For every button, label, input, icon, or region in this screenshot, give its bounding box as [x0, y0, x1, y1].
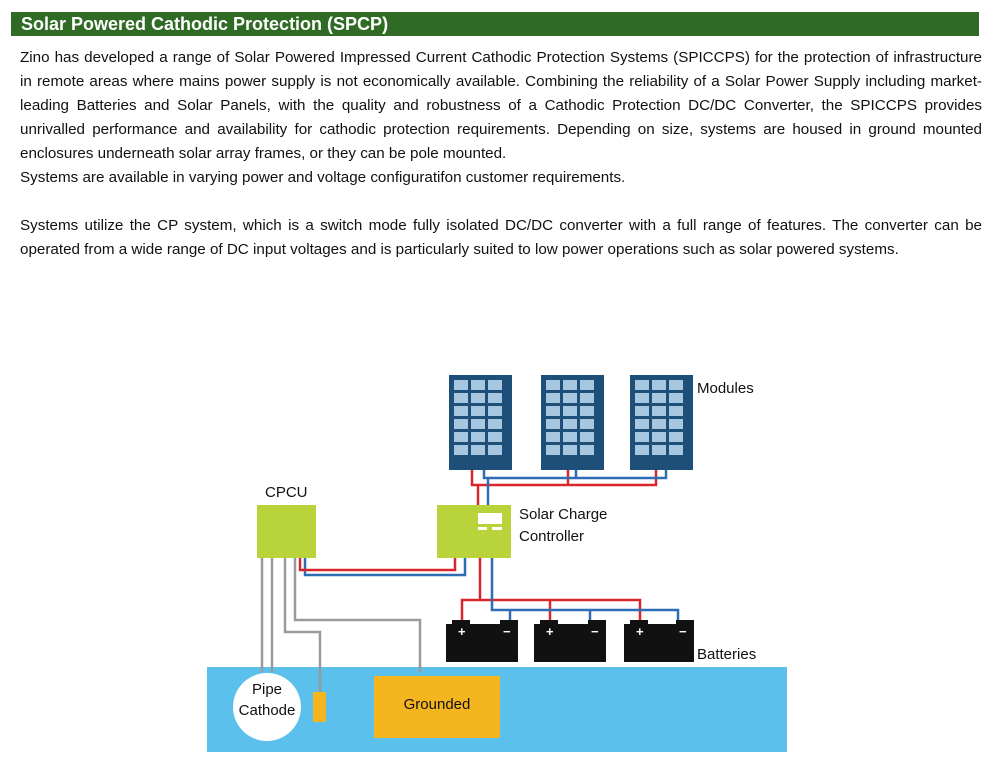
- controller-display-icon: [478, 513, 502, 524]
- intro-text: Zino has developed a range of Solar Powe…: [20, 46, 982, 190]
- paragraph-cp-system: Systems utilize the CP system, which is …: [20, 217, 982, 258]
- battery-plus-icon: +: [458, 624, 466, 639]
- controller-button-icon: [492, 527, 502, 530]
- pipe-label-line1: Pipe: [252, 681, 282, 698]
- cpcu-cables: [260, 558, 422, 692]
- grounded-box: [374, 676, 500, 738]
- pipe-cathode-circle: [233, 673, 301, 741]
- battery: + −: [624, 620, 694, 662]
- battery-minus-icon: −: [503, 624, 511, 639]
- cp-system-text: Systems utilize the CP system, which is …: [20, 214, 982, 262]
- paragraph-configurations: Systems are available in varying power a…: [20, 169, 626, 186]
- section-title: Solar Powered Cathodic Protection (SPCP): [21, 14, 389, 34]
- anode-rod: [313, 692, 326, 722]
- cpcu-unit: [257, 505, 316, 558]
- battery-minus-icon: −: [679, 624, 687, 639]
- controller-battery-wires: [460, 558, 680, 622]
- cpcu-label: CPCU: [265, 484, 308, 501]
- charge-controller-label-line2: Controller: [519, 528, 584, 545]
- battery: + −: [534, 620, 606, 662]
- batteries-label: Batteries: [697, 646, 756, 663]
- battery-plus-icon: +: [546, 624, 554, 639]
- controller-button-icon: [478, 527, 487, 530]
- section-header: Solar Powered Cathodic Protection (SPCP): [11, 12, 979, 36]
- paragraph-intro: Zino has developed a range of Solar Powe…: [20, 49, 982, 162]
- charge-controller-unit: [437, 505, 511, 558]
- battery-plus-icon: +: [636, 624, 644, 639]
- battery: + −: [446, 620, 518, 662]
- controller-cpcu-wires: [298, 558, 467, 577]
- grounded-label: Grounded: [404, 696, 471, 713]
- solar-module: [630, 375, 693, 470]
- solar-module: [449, 375, 512, 470]
- charge-controller-label-line1: Solar Charge: [519, 506, 607, 523]
- module-controller-wires: [470, 470, 668, 505]
- modules-label: Modules: [697, 380, 754, 397]
- solar-module: [541, 375, 604, 470]
- pipe-label-line2: Cathode: [239, 702, 296, 719]
- battery-minus-icon: −: [591, 624, 599, 639]
